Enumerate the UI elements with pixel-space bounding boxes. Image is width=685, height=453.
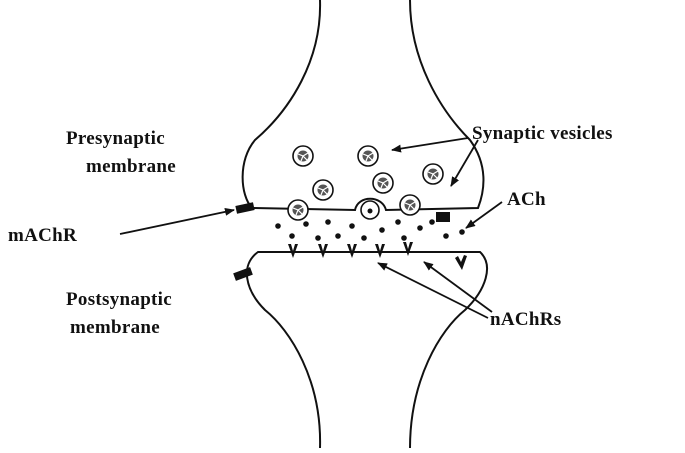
- vesicle-arrow-right: [451, 140, 478, 186]
- machr-receptor: [233, 267, 253, 281]
- nachrs-arrow-left: [378, 263, 488, 318]
- synaptic-vesicle: [293, 146, 313, 166]
- presynaptic-membrane: [243, 0, 484, 210]
- synaptic-vesicle: [373, 173, 393, 193]
- presynaptic-label-line1: Presynaptic: [66, 127, 165, 151]
- synaptic-vesicles-label: Synaptic vesicles: [472, 122, 613, 146]
- synaptic-vesicle: [358, 146, 378, 166]
- nachrs-label: nAChRs: [490, 308, 562, 332]
- machr-receptor: [436, 212, 450, 222]
- synaptic-vesicle: [400, 195, 420, 215]
- nachr-receptors: [288, 242, 467, 270]
- postsynaptic-label-line2: membrane: [70, 316, 160, 340]
- ach-molecules: [275, 219, 465, 241]
- synaptic-vesicle: [313, 180, 333, 200]
- synaptic-vesicle: [423, 164, 443, 184]
- synaptic-vesicle-fusing: [288, 200, 308, 220]
- ach-arrow: [466, 202, 502, 228]
- machr-label: mAChR: [8, 224, 77, 248]
- machr-arrow: [120, 210, 234, 234]
- presynaptic-label-line2: membrane: [86, 155, 176, 179]
- postsynaptic-label-line1: Postsynaptic: [66, 288, 172, 312]
- vesicle-arrow-left: [392, 138, 468, 150]
- machr-receptor: [235, 202, 254, 214]
- ach-molecule: [368, 209, 373, 214]
- ach-label: ACh: [507, 188, 546, 212]
